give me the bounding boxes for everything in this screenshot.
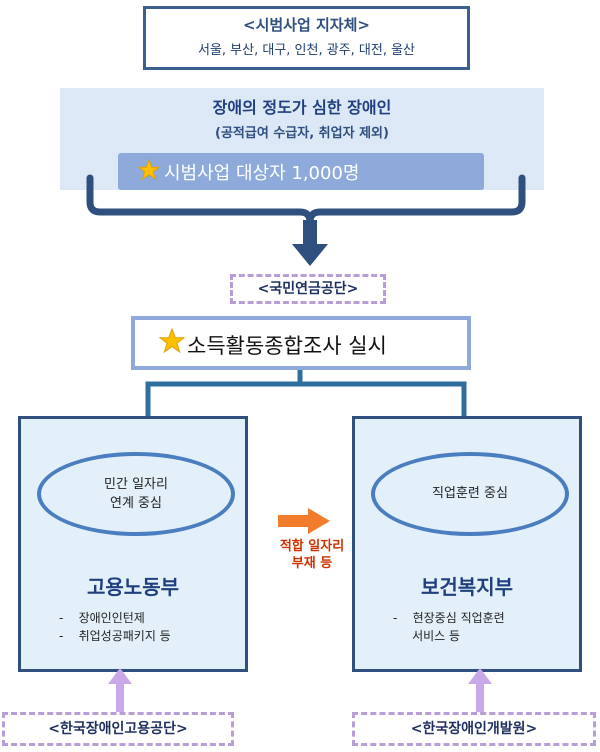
star-icon xyxy=(138,159,160,181)
income-activity-survey-label: 소득활동종합조사 실시 xyxy=(187,334,387,358)
transfer-condition-line: 부재 등 xyxy=(291,556,333,571)
labor-service-item: - 장애인인턴제 xyxy=(59,611,145,625)
labor-focus-ellipse: 민간 일자리 연계 중심 xyxy=(37,452,235,536)
nps-agency-tag: <국민연금공단> xyxy=(230,274,386,304)
welfare-service-list: - 현장중심 직업훈련 서비스 등 xyxy=(393,609,505,645)
star-icon xyxy=(159,328,185,354)
labor-ministry-name: 고용노동부 xyxy=(87,575,179,599)
development-agency-tag: <한국장애인개발원> xyxy=(352,712,596,746)
target-population-title: 장애의 정도가 심한 장애인 xyxy=(212,98,392,117)
welfare-focus-label: 직업훈련 중심 xyxy=(432,486,508,502)
split-connector xyxy=(145,370,467,418)
pilot-cities-list: 서울, 부산, 대구, 인천, 광주, 대전, 울산 xyxy=(197,43,416,58)
welfare-focus-ellipse: 직업훈련 중심 xyxy=(371,452,569,536)
pilot-participant-count: 시범사업 대상자 1,000명 xyxy=(164,163,360,184)
right-arrow-icon xyxy=(278,508,330,534)
labor-service-list: - 장애인인턴제 - 취업성공패키지 등 xyxy=(59,609,171,645)
transfer-condition-line: 적합 일자리 xyxy=(279,539,345,554)
labor-focus-label: 민간 일자리 연계 중심 xyxy=(104,476,168,512)
welfare-ministry-box: 직업훈련 중심 보건복지부 - 현장중심 직업훈련 서비스 등 xyxy=(352,416,582,672)
labor-service-item: - 취업성공패키지 등 xyxy=(59,629,171,643)
welfare-service-item: 서비스 등 xyxy=(393,629,461,643)
pilot-local-gov-box: <시범사업 지자체> 서울, 부산, 대구, 인천, 광주, 대전, 울산 xyxy=(143,6,470,70)
transfer-condition-label: 적합 일자리 부재 등 xyxy=(262,538,362,572)
pilot-local-gov-title: <시범사업 지자체> xyxy=(243,16,370,34)
welfare-service-item: - 현장중심 직업훈련 xyxy=(393,611,505,625)
employment-agency-tag: <한국장애인고용공단> xyxy=(2,712,234,746)
down-arrow-icon xyxy=(292,220,328,266)
pilot-participant-bar: 시범사업 대상자 1,000명 xyxy=(118,153,484,190)
welfare-ministry-name: 보건복지부 xyxy=(421,575,513,599)
bracket-connector xyxy=(86,174,526,234)
income-activity-survey-box: 소득활동종합조사 실시 xyxy=(131,316,471,370)
target-population-exclusion: (공적급여 수급자, 취업자 제외) xyxy=(215,126,389,141)
up-arrow-icon xyxy=(108,668,132,716)
up-arrow-icon xyxy=(468,668,492,716)
labor-ministry-box: 민간 일자리 연계 중심 고용노동부 - 장애인인턴제 - 취업성공패키지 등 xyxy=(18,416,248,672)
